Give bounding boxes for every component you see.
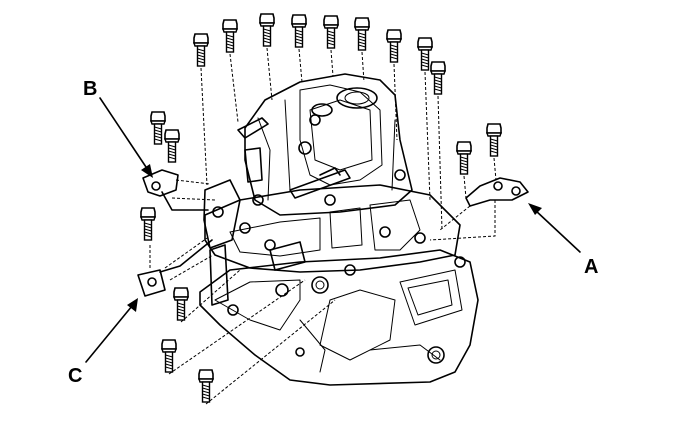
bottom-left-bolts	[161, 269, 336, 405]
bracket-b-assembly	[142, 111, 216, 211]
transmission-housing	[199, 73, 479, 386]
bracket-c-assembly	[137, 207, 214, 297]
top-bolt-guide-lines	[200, 47, 443, 231]
top-bolts	[193, 13, 446, 95]
callout-label-b: B	[83, 78, 97, 100]
callout-label-c: C	[68, 365, 82, 387]
bracket-a-assembly	[429, 123, 529, 241]
callout-c-arrow	[85, 298, 138, 363]
callout-label-a: A	[584, 256, 598, 278]
callout-a-arrow	[528, 203, 581, 253]
callout-b-arrow	[99, 97, 153, 178]
